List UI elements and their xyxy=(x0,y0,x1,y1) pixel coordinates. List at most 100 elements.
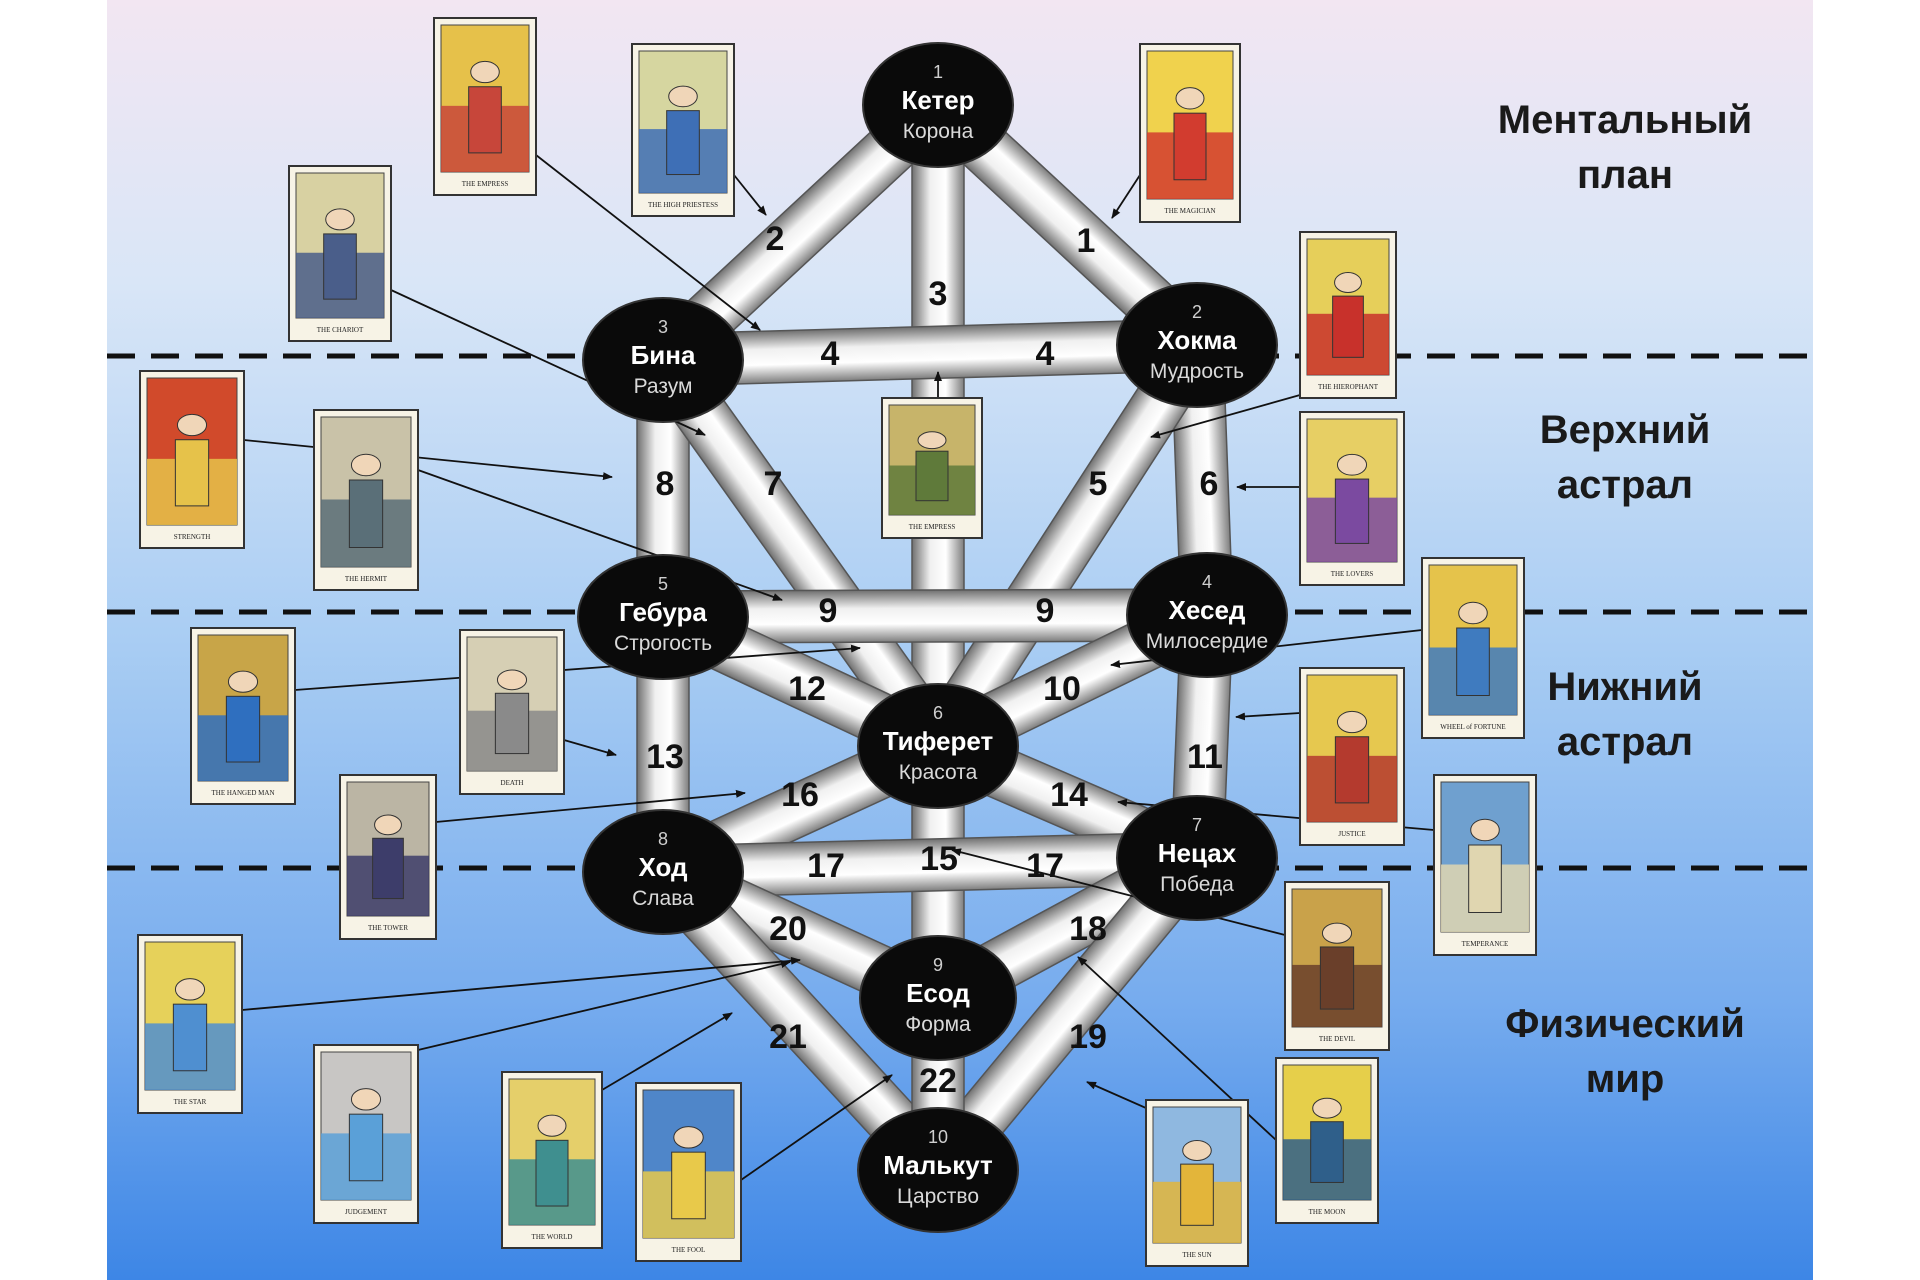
card-arrow xyxy=(417,960,791,1051)
sefira-number: 5 xyxy=(658,574,668,594)
card-caption: JUDGEMENT xyxy=(345,1208,388,1216)
card-arrow xyxy=(1086,1081,1147,1109)
card-caption: THE DEVIL xyxy=(1319,1035,1355,1043)
plane-label-line1: Верхний xyxy=(1540,408,1711,452)
plane-label-line1: Ментальный xyxy=(1498,98,1752,142)
tarot-card-tower: THE TOWER xyxy=(339,774,437,940)
card-arrow xyxy=(1111,174,1141,219)
tarot-card-justice: JUSTICE xyxy=(1299,667,1405,846)
tarot-card-devil: THE DEVIL xyxy=(1284,881,1390,1051)
path-number: 8 xyxy=(656,465,675,503)
card-caption: THE HIGH PRIESTESS xyxy=(648,201,718,209)
sefira-name: Есод xyxy=(906,978,970,1008)
plane-label-line2: план xyxy=(1577,153,1673,197)
sefira-name: Хесед xyxy=(1169,595,1246,625)
tarot-card-strength: STRENGTH xyxy=(139,370,245,549)
card-caption: JUSTICE xyxy=(1338,830,1365,838)
tarot-card-judgement: JUDGEMENT xyxy=(313,1044,419,1224)
sefira-name: Бина xyxy=(631,340,696,370)
tarot-card-hermit: THE HERMIT xyxy=(313,409,419,591)
plane-labels: МентальныйпланВерхнийастралНижнийастралФ… xyxy=(1498,98,1752,1101)
sefira-number: 7 xyxy=(1192,815,1202,835)
path-number: 20 xyxy=(769,910,807,948)
card-caption: THE TOWER xyxy=(368,924,408,932)
card-caption: STRENGTH xyxy=(174,533,211,541)
sefira-number: 9 xyxy=(933,955,943,975)
plane-label-line2: мир xyxy=(1586,1057,1665,1101)
tarot-card-death: DEATH xyxy=(459,629,565,795)
path-number: 18 xyxy=(1069,910,1107,948)
path-number: 5 xyxy=(1089,465,1108,503)
card-caption: THE SUN xyxy=(1182,1251,1211,1259)
tarot-card-hanged-man: THE HANGED MAN xyxy=(190,627,296,805)
sefira-subtitle: Красота xyxy=(899,761,978,784)
path-number: 17 xyxy=(807,847,845,885)
path-number: 15 xyxy=(920,840,958,878)
card-arrow xyxy=(435,789,746,823)
card-arrow xyxy=(601,1012,733,1091)
tarot-card-high-priestess: THE HIGH PRIESTESS xyxy=(631,43,735,217)
path-number: 6 xyxy=(1200,465,1219,503)
sefira-subtitle: Царство xyxy=(897,1185,979,1208)
sefira-name: Нецах xyxy=(1158,838,1237,868)
sefira-subtitle: Милосердие xyxy=(1146,630,1268,653)
path-number: 13 xyxy=(646,738,684,776)
sefira-subtitle: Строгость xyxy=(614,632,712,655)
tarot-card-wheel: WHEEL of FORTUNE xyxy=(1421,557,1525,739)
sefira-name: Кетер xyxy=(901,85,974,115)
card-caption: THE CHARIOT xyxy=(317,326,364,334)
path-number: 14 xyxy=(1050,776,1088,814)
plane-label-line2: астрал xyxy=(1557,720,1693,764)
path-number: 4 xyxy=(821,335,840,373)
card-caption: THE MOON xyxy=(1309,1208,1346,1216)
card-caption: THE HIEROPHANT xyxy=(1318,383,1379,391)
path-number: 11 xyxy=(1187,738,1223,776)
card-caption: THE FOOL xyxy=(672,1246,706,1254)
card-caption: THE STAR xyxy=(174,1098,207,1106)
card-caption: DEATH xyxy=(501,779,524,787)
tarot-card-empress-center: THE EMPRESS xyxy=(881,397,983,539)
card-caption: THE WORLD xyxy=(532,1233,573,1241)
path-number: 2 xyxy=(766,220,785,258)
card-arrow xyxy=(563,739,617,757)
tarot-card-lovers: THE LOVERS xyxy=(1299,411,1405,586)
path-number: 21 xyxy=(769,1018,807,1056)
sefira-subtitle: Мудрость xyxy=(1150,360,1244,383)
sefira-number: 3 xyxy=(658,317,668,337)
tarot-card-moon: THE MOON xyxy=(1275,1057,1379,1224)
card-arrow xyxy=(243,439,613,481)
plane-label-line1: Нижний xyxy=(1547,665,1702,709)
card-arrow xyxy=(1235,712,1301,721)
sefirot-nodes: 1КетерКорона2ХокмаМудрость3БинаРазум4Хес… xyxy=(577,42,1288,1233)
path-number: 3 xyxy=(929,275,948,313)
path-number: 17 xyxy=(1026,847,1064,885)
path-number: 1 xyxy=(1077,222,1096,260)
path-number: 22 xyxy=(919,1062,957,1100)
path-number: 7 xyxy=(764,465,783,503)
sefira-number: 2 xyxy=(1192,302,1202,322)
sefira-number: 6 xyxy=(933,703,943,723)
path-number: 9 xyxy=(819,592,838,630)
card-caption: THE HANGED MAN xyxy=(212,789,275,797)
tarot-card-temperance: TEMPERANCE xyxy=(1433,774,1537,956)
sefira-number: 1 xyxy=(933,62,943,82)
card-caption: TEMPERANCE xyxy=(1462,940,1509,948)
card-arrow xyxy=(535,154,761,331)
card-caption: THE EMPRESS xyxy=(462,180,509,188)
sefira-subtitle: Корона xyxy=(903,120,974,143)
sefira-name: Тиферет xyxy=(883,726,994,756)
path-number: 16 xyxy=(781,776,819,814)
tarot-card-star: THE STAR xyxy=(137,934,243,1114)
tarot-card-world: THE WORLD xyxy=(501,1071,603,1249)
sefira-subtitle: Победа xyxy=(1160,873,1234,896)
sefira-number: 4 xyxy=(1202,572,1212,592)
